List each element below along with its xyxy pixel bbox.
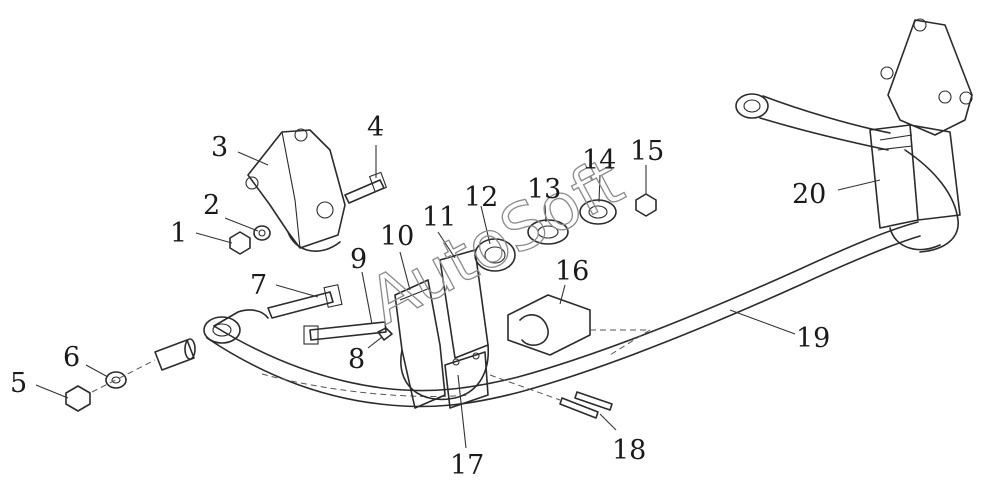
nut-15	[635, 193, 657, 217]
callout-7: 7	[250, 270, 267, 301]
bolt-9	[303, 321, 387, 345]
callout-3: 3	[211, 132, 228, 163]
strap-17	[400, 344, 490, 409]
callout-1: 1	[170, 218, 187, 249]
washer-13	[527, 219, 569, 245]
callout-10: 10	[380, 221, 414, 252]
nut-5	[65, 385, 91, 412]
callout-2: 2	[203, 190, 220, 221]
callout-4: 4	[367, 112, 384, 143]
callout-15: 15	[630, 136, 664, 167]
bolt-4	[344, 171, 388, 204]
callout-12: 12	[464, 182, 498, 213]
bushing	[154, 338, 196, 371]
callout-20: 20	[792, 179, 826, 210]
callout-labels: 1 2 3 4 5 6 7 8 9 10 11 12 13 14 15 16 1…	[10, 112, 830, 481]
leader-lines	[35, 145, 881, 449]
callout-17: 17	[450, 450, 484, 481]
rubber-bushing-12	[474, 238, 516, 272]
callout-11: 11	[422, 202, 456, 233]
left-bracket	[245, 128, 346, 252]
callout-14: 14	[582, 145, 616, 176]
bushing-16	[507, 294, 652, 356]
washer-2	[253, 225, 271, 241]
axis-line-bottom	[489, 374, 561, 401]
bolts-18	[559, 391, 613, 419]
callout-13: 13	[527, 174, 561, 205]
callout-5: 5	[10, 368, 27, 399]
nut-1	[229, 231, 251, 255]
callout-8: 8	[348, 344, 365, 375]
axis-line-left	[91, 359, 156, 393]
callout-18: 18	[612, 435, 646, 466]
callout-19: 19	[796, 323, 830, 354]
callout-9: 9	[350, 244, 367, 275]
washer-6	[105, 371, 127, 389]
pin-7	[267, 284, 343, 319]
callout-6: 6	[63, 342, 80, 373]
ring-14	[579, 199, 617, 225]
right-bracket	[869, 18, 973, 251]
stabilizer-bar	[203, 93, 959, 408]
callout-16: 16	[555, 256, 589, 287]
